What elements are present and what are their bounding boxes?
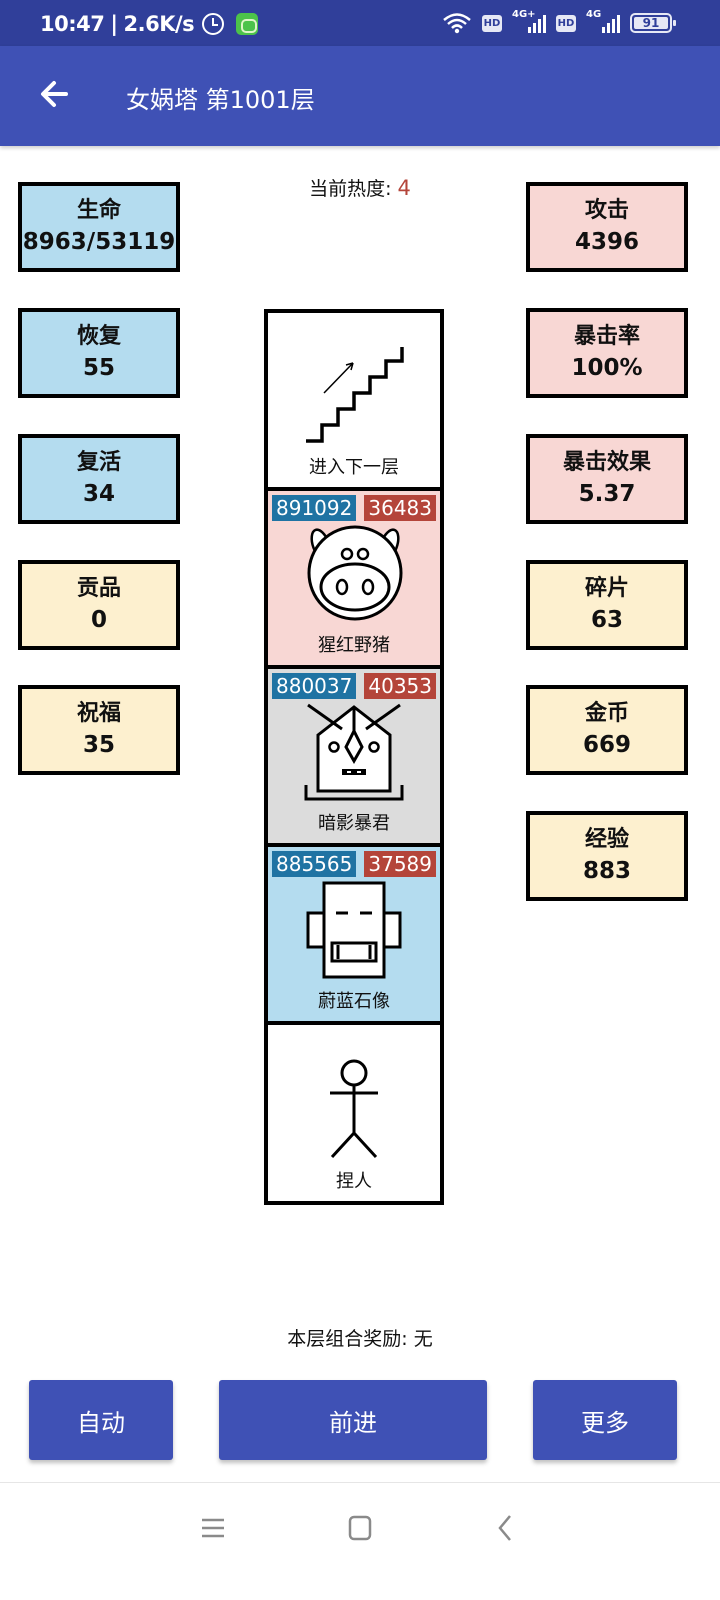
- stat-card-tribute[interactable]: 贡品 0: [18, 560, 180, 650]
- stat-label: 金币: [584, 701, 629, 726]
- enemy-hp-badge: 885565: [272, 851, 357, 877]
- stat-value: 669: [582, 732, 631, 758]
- floor-name: 进入下一层: [309, 457, 399, 478]
- boar-icon: [307, 525, 403, 621]
- stat-label: 碎片: [584, 576, 629, 601]
- stat-label: 祝福: [76, 701, 121, 726]
- enemy-attack-badge: 37589: [364, 851, 436, 877]
- stat-label: 暴击效果: [562, 450, 651, 475]
- stat-label: 生命: [76, 198, 121, 223]
- stat-value: 100%: [571, 355, 643, 381]
- stat-value: 0: [90, 607, 107, 633]
- status-separator: |: [110, 12, 118, 36]
- stat-value: 55: [82, 355, 115, 381]
- heat-label: 当前热度:: [309, 178, 398, 200]
- heat-indicator: 当前热度: 4: [0, 174, 720, 201]
- auto-button[interactable]: 自动: [29, 1380, 173, 1460]
- app-bar: 女娲塔 第1001层: [0, 46, 720, 146]
- wifi-icon: [442, 12, 472, 34]
- home-button[interactable]: [340, 1513, 380, 1543]
- stat-value: 4396: [574, 229, 639, 255]
- floor-name: 蔚蓝石像: [318, 991, 390, 1012]
- stick-figure-icon: [330, 1059, 378, 1159]
- stat-value: 34: [82, 481, 115, 507]
- stat-label: 贡品: [76, 576, 121, 601]
- stairs-icon: [306, 347, 404, 443]
- system-nav-bar: [0, 1482, 720, 1600]
- stat-card-fragments[interactable]: 碎片 63: [526, 560, 688, 650]
- recent-apps-button[interactable]: [193, 1513, 233, 1543]
- stat-card-gold[interactable]: 金币 669: [526, 685, 688, 775]
- stat-label: 暴击率: [573, 324, 640, 349]
- stat-card-exp[interactable]: 经验 883: [526, 811, 688, 901]
- arrow-left-icon: [41, 81, 68, 107]
- net-type-label: 4G+: [512, 9, 536, 20]
- status-time: 10:47: [40, 12, 105, 36]
- tower: 进入下一层 891092 36483 猩红野猪 8: [264, 309, 444, 1205]
- back-icon: [498, 1515, 511, 1541]
- stat-card-attack[interactable]: 攻击 4396: [526, 182, 688, 272]
- tyrant-icon: [304, 703, 404, 801]
- net-type-label: 4G: [586, 9, 602, 20]
- stat-card-regen[interactable]: 恢复 55: [18, 308, 180, 398]
- stat-card-hp[interactable]: 生命 8963/53119: [18, 182, 180, 272]
- stat-value: 63: [590, 607, 623, 633]
- hd-icon: HD: [482, 14, 502, 32]
- advance-button[interactable]: 前进: [219, 1380, 487, 1460]
- back-button[interactable]: [36, 76, 76, 116]
- status-right: HD 4G+ HD 4G 91: [442, 9, 676, 34]
- status-bar: 10:47 | 2.6K/s HD 4G+ HD 4G 91: [0, 0, 720, 46]
- app-badge-icon: [236, 13, 259, 35]
- stat-card-blessing[interactable]: 祝福 35: [18, 685, 180, 775]
- signal-4g-plus-icon: 4G+: [512, 9, 546, 33]
- enemy-hp-badge: 891092: [272, 495, 357, 521]
- stat-label: 复活: [76, 450, 121, 475]
- floor-name: 猩红野猪: [318, 635, 390, 656]
- floor-next-level[interactable]: 进入下一层: [268, 313, 440, 491]
- stat-label: 经验: [584, 827, 629, 852]
- heat-value: 4: [397, 176, 411, 200]
- stat-label: 恢复: [76, 324, 121, 349]
- enemy-attack-badge: 36483: [364, 495, 436, 521]
- hd-icon: HD: [556, 14, 576, 32]
- floor-name: 暗影暴君: [318, 813, 390, 834]
- floor-name: 捏人: [336, 1171, 372, 1192]
- stat-card-revive[interactable]: 复活 34: [18, 434, 180, 524]
- statue-icon: [306, 881, 402, 979]
- stat-value: 5.37: [578, 481, 636, 507]
- stat-value: 883: [582, 858, 631, 884]
- battery-level: 91: [634, 17, 668, 29]
- combo-reward: 本层组合奖励: 无: [287, 1328, 433, 1350]
- more-button[interactable]: 更多: [533, 1380, 677, 1460]
- floor-enemy-boar[interactable]: 891092 36483 猩红野猪: [268, 491, 440, 669]
- signal-4g-icon: 4G: [586, 9, 620, 33]
- floor-enemy-statue[interactable]: 885565 37589 蔚蓝石像: [268, 847, 440, 1025]
- stat-card-crit-effect[interactable]: 暴击效果 5.37: [526, 434, 688, 524]
- stat-card-crit-rate[interactable]: 暴击率 100%: [526, 308, 688, 398]
- system-back-button[interactable]: [487, 1513, 527, 1543]
- stat-value: 35: [82, 732, 115, 758]
- battery-icon: 91: [630, 13, 676, 33]
- alarm-icon: [202, 13, 225, 35]
- stat-value: 8963/53119: [22, 229, 176, 255]
- status-left: 10:47 | 2.6K/s: [40, 12, 259, 36]
- floor-enemy-tyrant[interactable]: 880037 40353 暗影暴君: [268, 669, 440, 847]
- floor-player[interactable]: 捏人: [268, 1025, 440, 1201]
- page-title: 女娲塔 第1001层: [126, 86, 315, 114]
- menu-icon: [202, 1518, 224, 1538]
- stat-label: 攻击: [584, 198, 629, 223]
- status-net-speed: 2.6K/s: [123, 12, 195, 36]
- enemy-attack-badge: 40353: [364, 673, 436, 699]
- home-icon: [348, 1515, 372, 1541]
- enemy-hp-badge: 880037: [272, 673, 357, 699]
